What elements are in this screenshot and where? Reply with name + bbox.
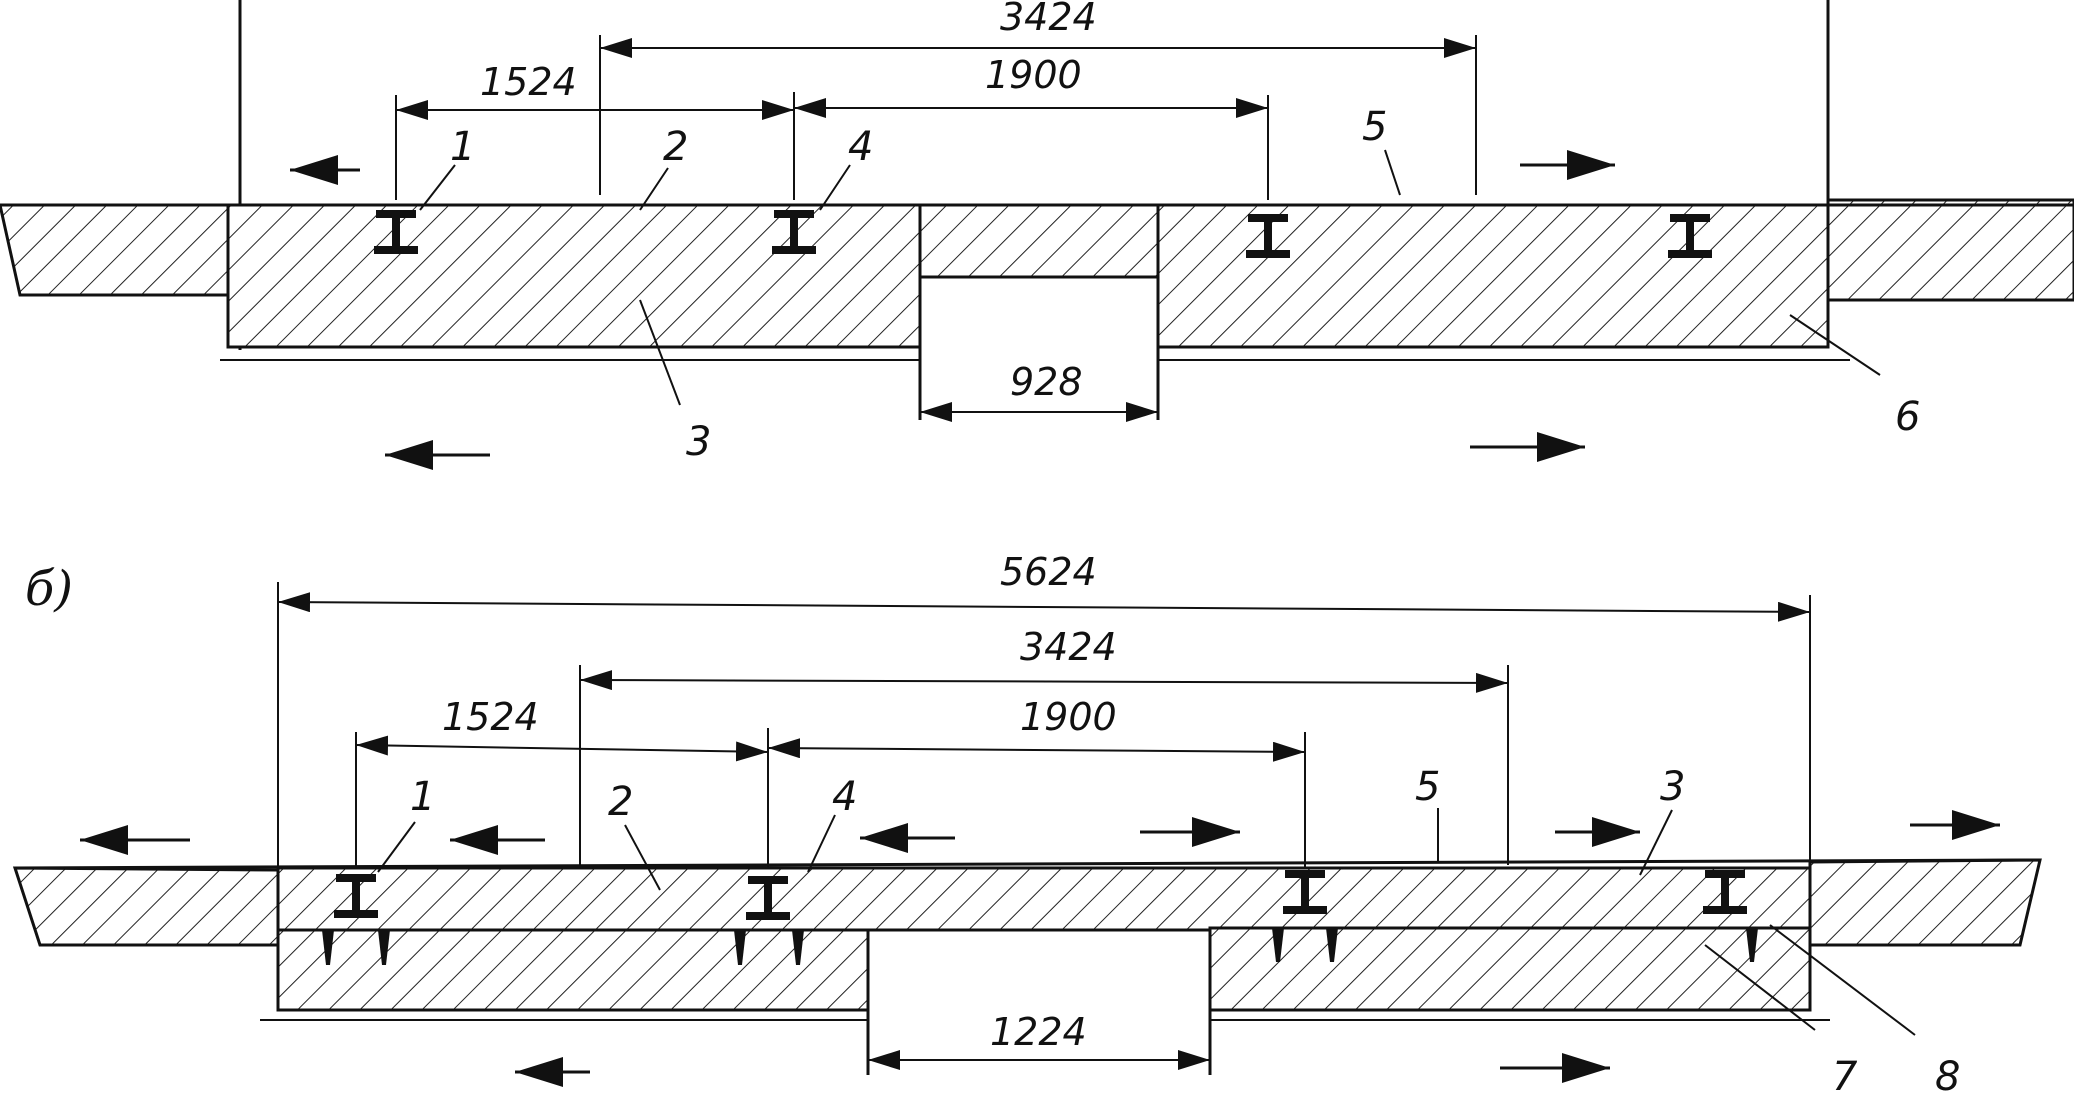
dim-label: 1524 [480, 60, 577, 104]
svg-text:1: 1 [410, 774, 435, 820]
svg-text:3: 3 [1660, 764, 1685, 810]
callout-5-a: 5 [1362, 104, 1401, 196]
callout-4-a: 4 [819, 124, 873, 211]
dimension-1900-b: 1900 [767, 695, 1306, 875]
dimension-1524-b: 1524 [355, 695, 769, 875]
dimension-1224-b: 1224 [868, 1010, 1210, 1070]
svg-text:7: 7 [1832, 1054, 1858, 1096]
dim-label: 3424 [1000, 0, 1097, 39]
callout-7-b: 7 [1704, 944, 1858, 1096]
svg-text:6: 6 [1895, 394, 1920, 440]
panel-a: 3424 1524 1900 [0, 0, 2074, 470]
svg-text:2: 2 [608, 779, 633, 825]
callout-1-b: 1 [377, 774, 435, 873]
svg-text:4: 4 [848, 124, 873, 170]
top-layer-b [276, 866, 1812, 932]
dimension-1900-a: 1900 [794, 53, 1269, 200]
dimension-1524-a: 1524 [395, 60, 795, 200]
dim-label: 1900 [985, 53, 1082, 97]
dim-label: 1524 [442, 695, 539, 739]
road-surface-b [12, 858, 2042, 947]
callout-3-b: 3 [1639, 764, 1685, 876]
dim-label: 928 [1010, 360, 1083, 404]
svg-text:1: 1 [450, 124, 475, 170]
callout-6-a: 6 [1789, 314, 1920, 440]
svg-text:3: 3 [686, 419, 711, 465]
slab-right-b [1208, 926, 1812, 1012]
anchor-bolts [322, 928, 1758, 965]
svg-text:5: 5 [1362, 104, 1387, 150]
dim-label: 1224 [990, 1010, 1087, 1054]
dim-label: 5624 [1000, 550, 1097, 594]
svg-text:5: 5 [1415, 764, 1440, 810]
callout-2-a: 2 [639, 124, 688, 211]
slab-right-a [1156, 203, 1830, 349]
callout-2-b: 2 [608, 779, 661, 891]
slab-left-a [226, 203, 922, 349]
gap-fill-a [918, 203, 1160, 279]
svg-text:8: 8 [1935, 1054, 1960, 1096]
svg-text:4: 4 [832, 774, 857, 820]
callout-5-b: 5 [1415, 764, 1440, 862]
dim-label: 1900 [1020, 695, 1117, 739]
dim-label: 3424 [1020, 625, 1117, 669]
dimension-3424-b: 3424 [579, 625, 1509, 865]
dimension-3424-a: 3424 [599, 0, 1477, 195]
dimension-928-a: 928 [920, 360, 1158, 422]
dimension-5624-b: 5624 [277, 550, 1811, 870]
slab-left-b [276, 928, 870, 1012]
callout-8-b: 8 [1769, 924, 1960, 1096]
panel-b: б) 5624 3424 1524 1900 [12, 550, 2042, 1096]
subgrade-a [220, 277, 1850, 420]
callout-3-a: 3 [639, 299, 711, 465]
panel-label: б) [25, 561, 73, 617]
svg-text:2: 2 [663, 124, 688, 170]
callout-4-b: 4 [807, 774, 857, 873]
callout-1-a: 1 [419, 124, 475, 211]
